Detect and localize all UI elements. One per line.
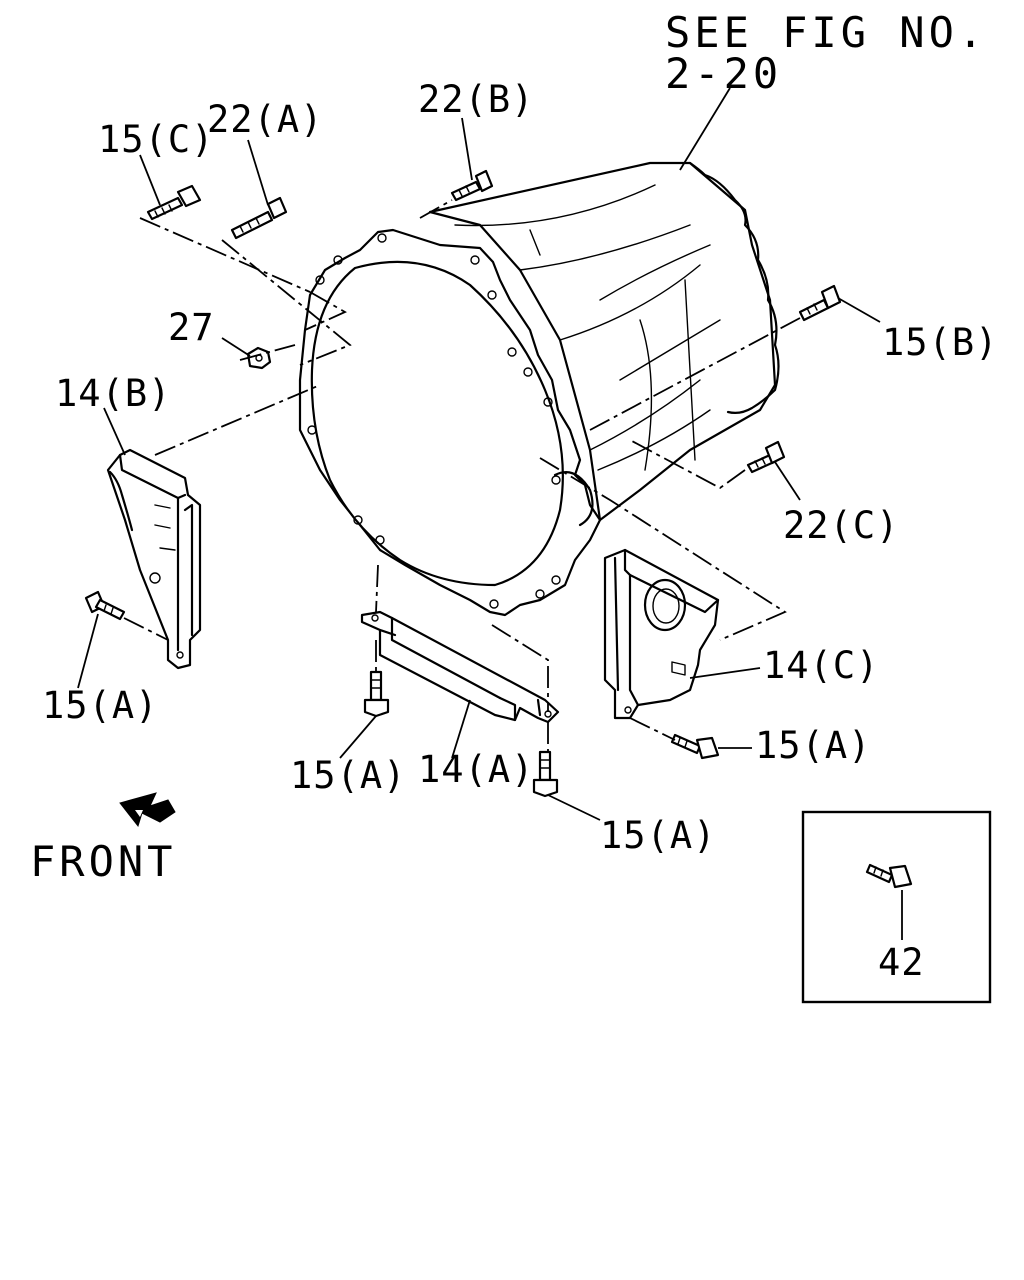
bracket-14a bbox=[360, 610, 560, 724]
bolt-22b bbox=[450, 169, 494, 202]
bolt-15a-bottom-left bbox=[363, 670, 390, 718]
callout-22c: 22(C) bbox=[783, 504, 899, 547]
detail-box-42 bbox=[801, 810, 992, 1004]
transmission-case bbox=[298, 161, 780, 617]
bracket-14c bbox=[603, 548, 720, 720]
callout-15a-bottom-right: 15(A) bbox=[600, 814, 716, 857]
figure-reference-line1: SEE FIG NO. bbox=[665, 8, 987, 57]
bolt-15a-right bbox=[670, 733, 720, 760]
figure-reference-line2: 2-20 bbox=[665, 49, 782, 98]
bolt-15a-left bbox=[84, 590, 126, 621]
callout-15a-bottom-left: 15(A) bbox=[290, 754, 406, 797]
callout-14b: 14(B) bbox=[55, 372, 171, 415]
callout-15c: 15(C) bbox=[98, 118, 214, 161]
assembly-lines bbox=[123, 199, 801, 752]
leader-lines bbox=[77, 87, 903, 940]
bolt-42 bbox=[865, 863, 913, 889]
callout-22b: 22(B) bbox=[418, 78, 534, 121]
callout-15a-right: 15(A) bbox=[755, 724, 871, 767]
callout-14a: 14(A) bbox=[418, 748, 534, 791]
bolt-15c bbox=[146, 184, 202, 221]
nut-27 bbox=[246, 346, 272, 370]
callout-42: 42 bbox=[878, 941, 925, 984]
bracket-14b bbox=[106, 448, 202, 670]
callout-14c: 14(C) bbox=[763, 644, 879, 687]
callout-27: 27 bbox=[168, 306, 215, 349]
callout-22a: 22(A) bbox=[207, 98, 323, 141]
bolt-15b bbox=[798, 284, 842, 322]
bolt-22a bbox=[230, 196, 288, 240]
callout-15b: 15(B) bbox=[882, 321, 998, 364]
front-arrow-icon bbox=[119, 792, 176, 828]
bolt-22c bbox=[746, 440, 786, 474]
callout-15a-left: 15(A) bbox=[42, 684, 158, 727]
bolt-15a-bottom-right bbox=[532, 750, 559, 798]
front-direction-label: FRONT bbox=[30, 837, 176, 886]
